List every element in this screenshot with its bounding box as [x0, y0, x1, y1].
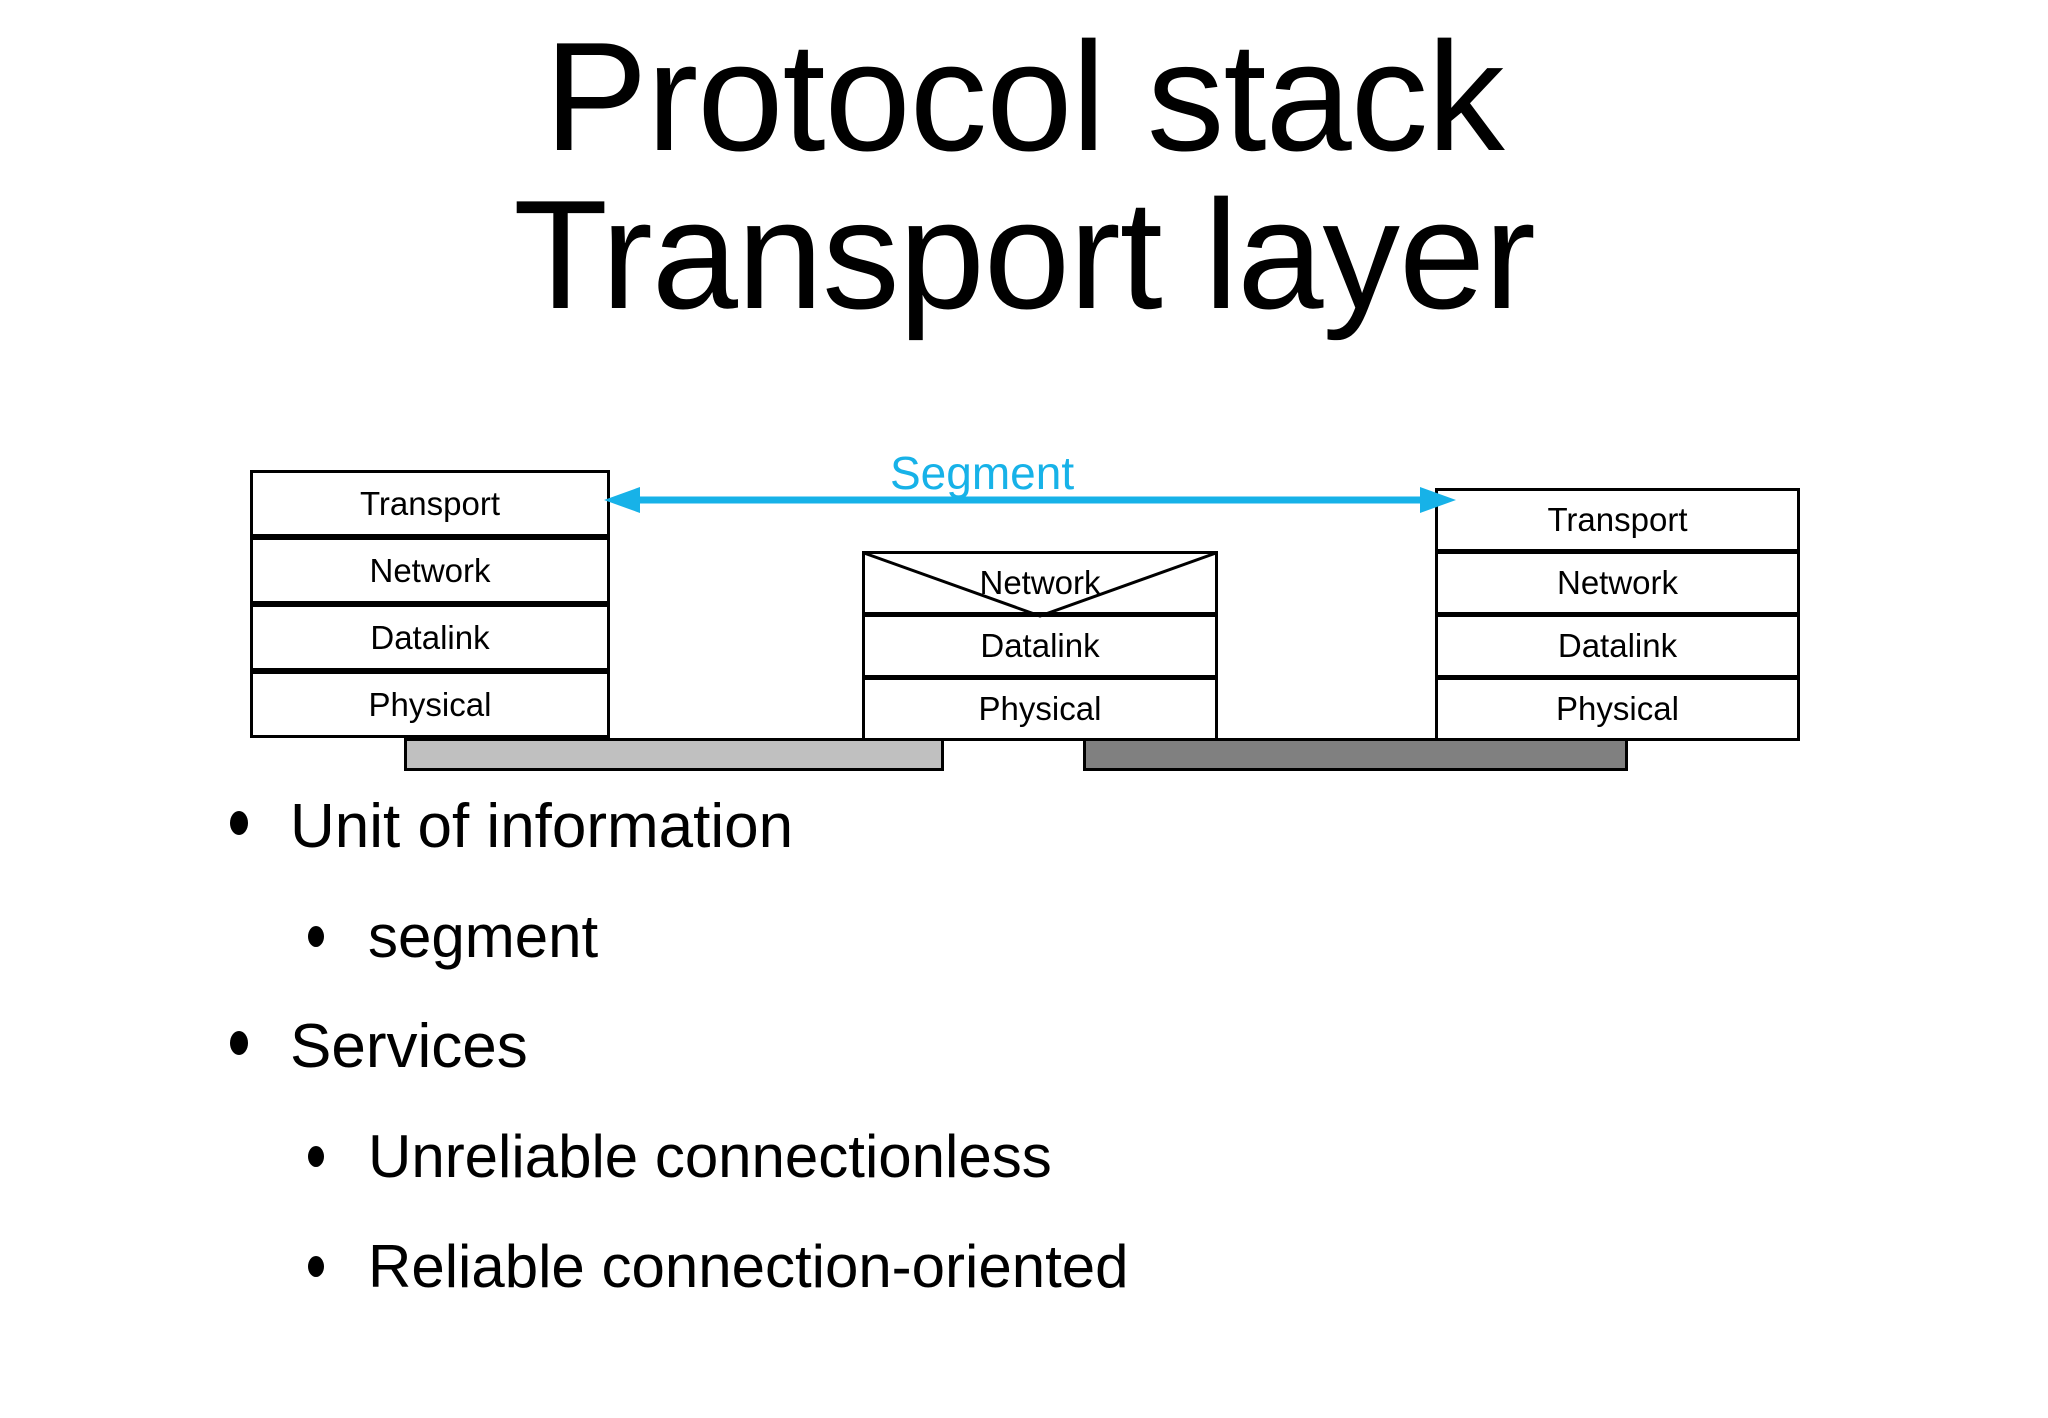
bullet-dot-icon	[230, 811, 248, 835]
left-stack-layer-transport: Transport	[250, 470, 610, 537]
list-item: Reliable connection-oriented	[308, 1230, 1930, 1304]
layer-label: Transport	[360, 484, 500, 522]
layer-label: Datalink	[1557, 627, 1678, 664]
left-stack-layer-datalink: Datalink	[250, 604, 610, 671]
router-forwarding-v-icon	[863, 551, 1217, 618]
right-link-medium	[1083, 738, 1628, 771]
router-stack-layer-datalink: Datalink	[862, 614, 1218, 678]
segment-arrow-label: Segment	[890, 447, 1075, 499]
layer-label: Physical	[1556, 690, 1679, 727]
page-title: Protocol stack Transport layer	[513, 10, 1536, 342]
right-stack-layer-physical: Physical	[1435, 677, 1800, 741]
left-stack-layer-network: Network	[250, 537, 610, 604]
router-protocol-stack: Network Datalink Physical	[862, 551, 1218, 741]
list-item-label: Unreliable connectionless	[368, 1123, 1052, 1190]
right-host-protocol-stack: Transport Network Datalink Physical	[1435, 488, 1800, 741]
layer-label: Physical	[978, 690, 1102, 727]
left-host-protocol-stack: Transport Network Datalink Physical	[250, 470, 610, 738]
router-stack-layer-physical: Physical	[862, 677, 1218, 741]
left-stack-layer-physical: Physical	[250, 671, 610, 738]
list-item-label: Services	[290, 1012, 528, 1081]
list-item: Services	[230, 1010, 1930, 1084]
right-stack-layer-transport: Transport	[1435, 488, 1800, 552]
list-item: segment	[308, 900, 1930, 974]
router-stack-layer-network: Network	[862, 551, 1218, 615]
list-item-label: Reliable connection-oriented	[368, 1233, 1129, 1300]
bullet-dot-icon	[308, 1146, 324, 1167]
list-item: Unreliable connectionless	[308, 1120, 1930, 1194]
layer-label: Network	[369, 551, 491, 589]
list-item: Unit of information	[230, 790, 1930, 864]
list-item-label: segment	[368, 903, 599, 970]
layer-label: Physical	[368, 685, 492, 723]
list-item-label: Unit of information	[290, 792, 794, 861]
segment-double-arrow	[604, 487, 1456, 513]
bullet-list: Unit of information segment Services Unr…	[230, 790, 1930, 1340]
layer-label: Network	[1556, 564, 1679, 601]
bullet-dot-icon	[308, 1256, 324, 1277]
bullet-dot-icon	[230, 1031, 248, 1055]
layer-label: Transport	[1547, 501, 1688, 538]
layer-label: Datalink	[370, 618, 490, 656]
layer-label: Network	[979, 564, 1101, 601]
left-link-medium	[404, 738, 944, 771]
right-stack-layer-network: Network	[1435, 551, 1800, 615]
layer-label: Datalink	[980, 627, 1100, 664]
bullet-dot-icon	[308, 926, 324, 947]
right-stack-layer-datalink: Datalink	[1435, 614, 1800, 678]
